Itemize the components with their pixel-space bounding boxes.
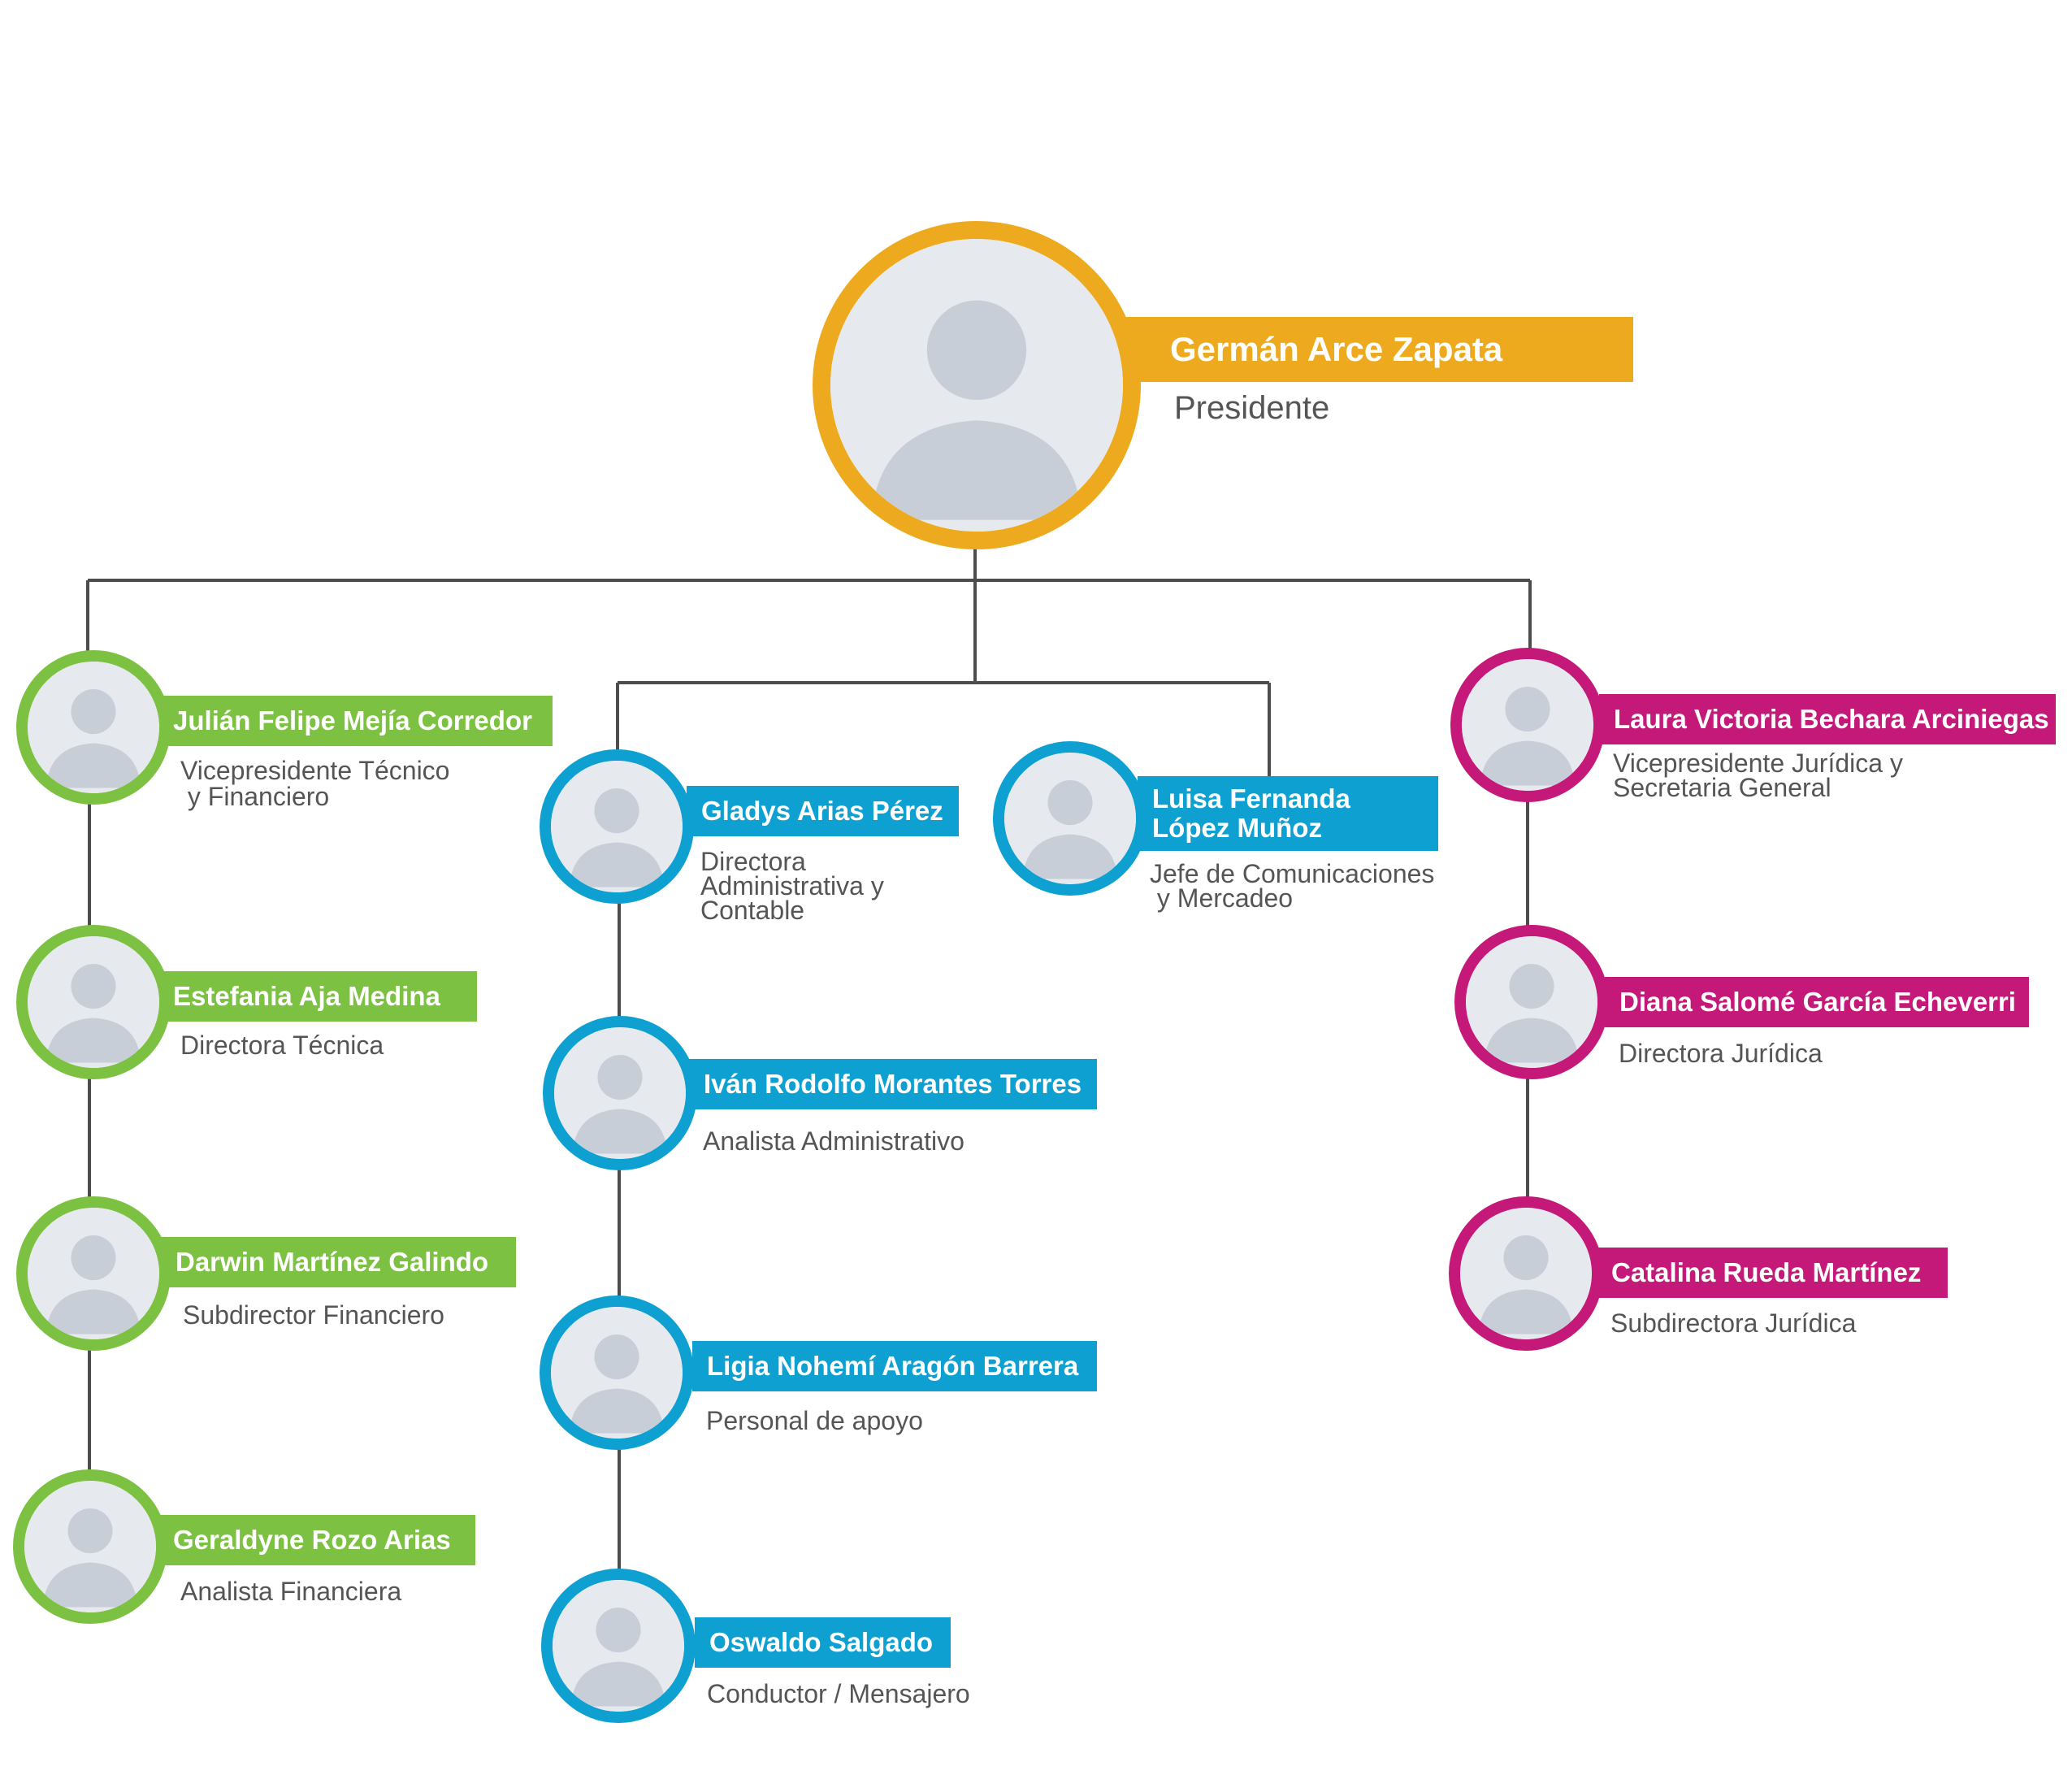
avatar [1449, 1196, 1603, 1351]
person-role: Vicepresidente Técnico y Financiero [180, 756, 450, 811]
person-photo-icon [1460, 1208, 1592, 1339]
person-name: Luisa Fernanda [1152, 783, 1350, 814]
person-role: Jefe de Comunicaciones y Mercadeo [1150, 859, 1435, 913]
person-role: Subdirector Financiero [183, 1300, 444, 1330]
person-name: Geraldyne Rozo Arias [173, 1525, 451, 1555]
avatar [13, 1469, 167, 1624]
person-photo-icon [553, 1580, 684, 1712]
person-name: Catalina Rueda Martínez [1611, 1257, 1922, 1287]
avatar [540, 1295, 694, 1450]
avatar [16, 925, 171, 1079]
person-name-line-2: López Muñoz [1152, 813, 1322, 843]
person-photo-icon [830, 239, 1123, 532]
avatar [1454, 925, 1609, 1079]
avatar [540, 749, 694, 904]
avatar [1450, 648, 1605, 802]
name-banner: Estefania Aja Medina [158, 971, 477, 1022]
person-photo-icon [28, 1208, 159, 1339]
avatar [543, 1016, 697, 1170]
person-photo-icon [28, 662, 159, 793]
name-banner: Laura Victoria Bechara Arciniegas [1599, 694, 2056, 744]
person-role: Analista Financiera [180, 1577, 402, 1606]
person-photo-icon [24, 1481, 156, 1612]
person-name: Iván Rodolfo Morantes Torres [704, 1069, 1082, 1099]
person-photo-icon [551, 761, 683, 892]
person-role: Directora Técnica [180, 1031, 384, 1060]
person-name: Julián Felipe Mejía Corredor [173, 705, 532, 736]
name-banner: Catalina Rueda Martínez [1597, 1248, 1948, 1298]
person-name: Oswaldo Salgado [709, 1627, 934, 1657]
avatar [993, 741, 1147, 896]
person-photo-icon [1004, 753, 1136, 884]
name-banner: Geraldyne Rozo Arias [158, 1515, 475, 1565]
person-role: Vicepresidente Jurídica y Secretaria Gen… [1613, 749, 1903, 802]
person-photo-icon [1462, 659, 1593, 791]
person-role: Directora Jurídica [1619, 1039, 1823, 1068]
name-banner: Iván Rodolfo Morantes Torres [689, 1059, 1097, 1109]
person-role: Presidente [1174, 390, 1330, 426]
person-photo-icon [1466, 936, 1597, 1068]
person-role: Conductor / Mensajero [707, 1679, 970, 1708]
avatar [16, 1196, 171, 1351]
name-banner: Ligia Nohemí Aragón Barrera [692, 1341, 1097, 1391]
name-banner: Germán Arce Zapata [1105, 317, 1633, 382]
name-banner: Diana Salomé García Echeverri [1605, 977, 2029, 1027]
person-name: Laura Victoria Bechara Arciniegas [1614, 704, 2049, 734]
person-photo-icon [551, 1307, 683, 1439]
name-banner: Gladys Arias Pérez [687, 786, 959, 836]
person-photo-icon [554, 1027, 686, 1159]
name-banner: Darwin Martínez Galindo [161, 1237, 516, 1287]
person-name: Diana Salomé García Echeverri [1619, 987, 2016, 1017]
person-name: Estefania Aja Medina [173, 981, 440, 1011]
person-name: Darwin Martínez Galindo [176, 1247, 489, 1277]
person-role: Subdirectora Jurídica [1610, 1308, 1857, 1338]
name-banner: Luisa Fernanda López Muñoz [1138, 776, 1438, 851]
person-name: Ligia Nohemí Aragón Barrera [707, 1351, 1079, 1381]
person-photo-icon [28, 936, 159, 1068]
person-role: Personal de apoyo [706, 1406, 923, 1435]
avatar [16, 650, 171, 805]
avatar [813, 221, 1141, 549]
person-name: Gladys Arias Pérez [701, 796, 943, 826]
person-name: Germán Arce Zapata [1170, 330, 1503, 368]
name-banner: Julián Felipe Mejía Corredor [158, 696, 553, 746]
person-role: Analista Administrativo [703, 1126, 964, 1156]
avatar [541, 1569, 696, 1723]
person-role: Directora Administrativa y Contable [700, 847, 884, 925]
name-banner: Oswaldo Salgado [695, 1617, 951, 1668]
